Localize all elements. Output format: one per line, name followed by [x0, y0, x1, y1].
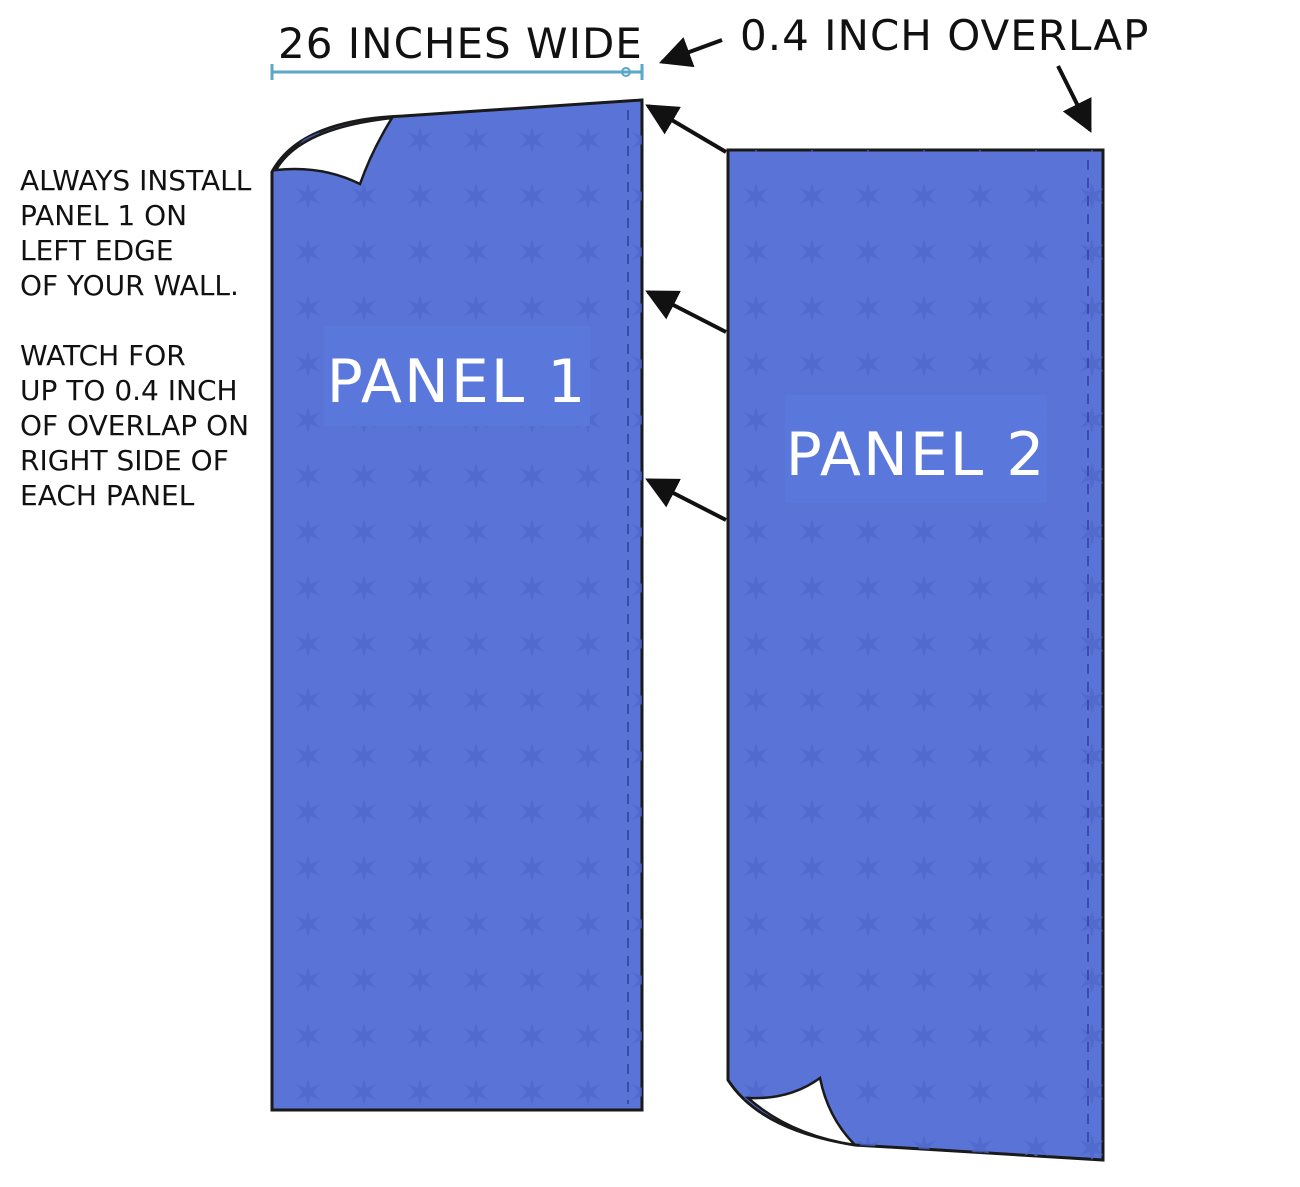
width-dimension: 26 INCHES WIDE — [270, 19, 644, 80]
width-label: 26 INCHES WIDE — [278, 19, 643, 68]
overlap-arrow-left — [658, 37, 723, 68]
instruction-line: WATCH FOR — [20, 339, 186, 372]
alignment-arrow-middle — [645, 290, 727, 334]
instruction-line: UP TO 0.4 INCH — [20, 374, 238, 407]
panel-1-pattern — [272, 100, 642, 1110]
panel-2-label: PANEL 2 — [786, 420, 1047, 490]
instruction-line: PANEL 1 ON — [20, 199, 187, 232]
overlap-label: 0.4 INCH OVERLAP — [740, 11, 1149, 60]
overlap-instructions: WATCH FOR UP TO 0.4 INCH OF OVERLAP ON R… — [20, 339, 249, 512]
instruction-line: EACH PANEL — [20, 479, 195, 512]
panel-1-label-box — [325, 326, 590, 426]
panel-1-curl — [273, 116, 395, 186]
instruction-line: OF YOUR WALL. — [20, 269, 239, 302]
panel-2: PANEL 2 — [726, 148, 1105, 1162]
instruction-line: ALWAYS INSTALL — [20, 164, 252, 197]
panel-1-label: PANEL 1 — [327, 347, 588, 417]
alignment-arrow-bottom — [645, 478, 727, 522]
alignment-arrow-top — [645, 104, 728, 154]
overlap-marker-dot — [621, 67, 631, 77]
instruction-line: OF OVERLAP ON — [20, 409, 249, 442]
install-instructions: ALWAYS INSTALL PANEL 1 ON LEFT EDGE OF Y… — [20, 164, 252, 302]
instruction-line: RIGHT SIDE OF — [20, 444, 229, 477]
instruction-line: LEFT EDGE — [20, 234, 174, 267]
panel-1: PANEL 1 — [270, 98, 644, 1112]
overlap-arrow-right — [1056, 65, 1092, 133]
panel-2-label-box — [785, 395, 1047, 503]
panel-2-curl — [744, 1075, 859, 1147]
panel-2-pattern — [728, 150, 1103, 1160]
